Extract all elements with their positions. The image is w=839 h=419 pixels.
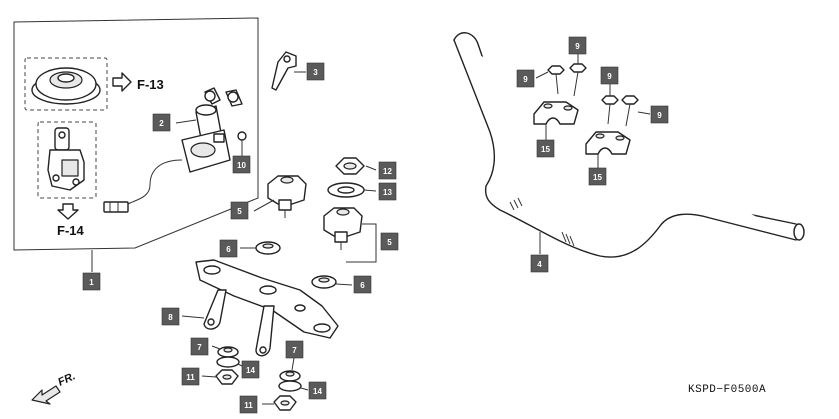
leader-7b bbox=[291, 357, 295, 371]
rubber-part-6a bbox=[255, 241, 281, 255]
arrow-right-icon bbox=[112, 72, 132, 92]
leader-5a bbox=[253, 199, 275, 212]
callout-13-text: 13 bbox=[383, 188, 392, 197]
leader-13 bbox=[363, 189, 377, 192]
collar-part-7a bbox=[217, 346, 239, 358]
callout-9a: 9 bbox=[516, 69, 535, 88]
callout-4: 4 bbox=[530, 254, 549, 273]
callout-6b: 6 bbox=[353, 275, 372, 294]
callout-9d: 9 bbox=[650, 105, 669, 124]
f14-dashed-box bbox=[37, 121, 97, 199]
callout-11b-text: 11 bbox=[244, 401, 253, 410]
callout-13: 13 bbox=[378, 182, 397, 201]
callout-15b: 15 bbox=[588, 167, 607, 186]
lower-riser-part-b bbox=[323, 207, 363, 250]
nut-part bbox=[335, 157, 365, 175]
bolt-part-9b bbox=[569, 63, 587, 97]
bolt-part-9c bbox=[601, 95, 619, 125]
callout-14a: 14 bbox=[241, 360, 260, 379]
bolt-part-9d bbox=[621, 95, 639, 127]
front-arrow-icon bbox=[31, 385, 61, 405]
callout-12: 12 bbox=[378, 161, 397, 180]
callout-11a-text: 11 bbox=[186, 373, 195, 382]
callout-5b: 5 bbox=[380, 232, 399, 251]
callout-9c: 9 bbox=[600, 66, 619, 85]
callout-1: 1 bbox=[82, 272, 101, 291]
leader-6b bbox=[335, 283, 353, 286]
holder-part-15b bbox=[585, 131, 631, 155]
callout-11b: 11 bbox=[239, 395, 258, 414]
callout-15b-text: 15 bbox=[593, 173, 602, 182]
callout-2-text: 2 bbox=[159, 119, 164, 128]
callout-6b-text: 6 bbox=[360, 281, 365, 290]
callout-3: 3 bbox=[306, 62, 325, 81]
ref-f13: F-13 bbox=[137, 77, 164, 92]
leader-5b bbox=[346, 223, 377, 263]
callout-12-text: 12 bbox=[383, 167, 392, 176]
f13-dashed-box bbox=[24, 57, 108, 111]
ref-f14: F-14 bbox=[57, 223, 85, 238]
callout-7a: 7 bbox=[190, 337, 209, 356]
ignition-switch-part bbox=[103, 87, 243, 213]
callout-9d-text: 9 bbox=[657, 111, 662, 120]
nut-part-11b bbox=[273, 395, 297, 411]
leader-14b bbox=[300, 387, 309, 391]
leader-7a bbox=[211, 345, 221, 350]
callout-9c-text: 9 bbox=[607, 72, 612, 81]
leader-9a bbox=[535, 71, 549, 79]
holder-part-15a bbox=[533, 101, 579, 125]
rubber-part-14b bbox=[278, 380, 302, 392]
rubber-part-6b bbox=[311, 275, 337, 289]
callout-14a-text: 14 bbox=[246, 366, 255, 375]
front-direction-label: FR. bbox=[56, 370, 77, 388]
switch-body-part bbox=[47, 127, 85, 191]
callout-15a-text: 15 bbox=[541, 145, 550, 154]
callout-14b: 14 bbox=[308, 381, 327, 400]
leader-11a bbox=[201, 375, 217, 378]
callout-9b: 9 bbox=[568, 36, 587, 55]
drawing-code: KSPD−F0500A bbox=[688, 384, 766, 396]
leader-14a bbox=[237, 363, 243, 367]
callout-8: 8 bbox=[161, 307, 180, 326]
callout-7b: 7 bbox=[285, 340, 304, 359]
lower-riser-part-a bbox=[267, 175, 307, 218]
washer-part-13 bbox=[327, 182, 365, 198]
callout-7a-text: 7 bbox=[197, 343, 202, 352]
callout-5a: 5 bbox=[230, 201, 249, 220]
screw-part bbox=[237, 131, 247, 150]
callout-3-text: 3 bbox=[313, 68, 318, 77]
collar-part-7b bbox=[279, 370, 301, 382]
callout-5b-text: 5 bbox=[387, 238, 392, 247]
callout-9a-text: 9 bbox=[523, 75, 528, 84]
callout-11a: 11 bbox=[181, 367, 200, 386]
leader-2 bbox=[175, 119, 197, 124]
callout-15a: 15 bbox=[536, 139, 555, 158]
nut-part-11a bbox=[215, 369, 239, 385]
callout-14b-text: 14 bbox=[313, 387, 322, 396]
callout-9b-text: 9 bbox=[575, 42, 580, 51]
leader-8 bbox=[181, 315, 205, 319]
callout-10-text: 10 bbox=[237, 161, 246, 170]
callout-6a-text: 6 bbox=[226, 245, 231, 254]
callout-2: 2 bbox=[152, 113, 171, 132]
top-bridge-part bbox=[195, 259, 339, 357]
callout-4-text: 4 bbox=[537, 260, 542, 269]
callout-5a-text: 5 bbox=[237, 207, 242, 216]
callout-8-text: 8 bbox=[168, 313, 173, 322]
callout-10: 10 bbox=[232, 155, 251, 174]
callout-7b-text: 7 bbox=[292, 346, 297, 355]
callout-6a: 6 bbox=[219, 239, 238, 258]
callout-1-text: 1 bbox=[89, 278, 94, 287]
key-part bbox=[271, 51, 297, 91]
leader-12 bbox=[365, 165, 377, 171]
bolt-part-9a bbox=[547, 65, 565, 95]
leader-9d bbox=[637, 111, 651, 115]
group-outline bbox=[13, 17, 259, 251]
rubber-part-14a bbox=[216, 356, 240, 368]
arrow-down-icon bbox=[57, 203, 79, 220]
cap-part bbox=[31, 67, 101, 105]
